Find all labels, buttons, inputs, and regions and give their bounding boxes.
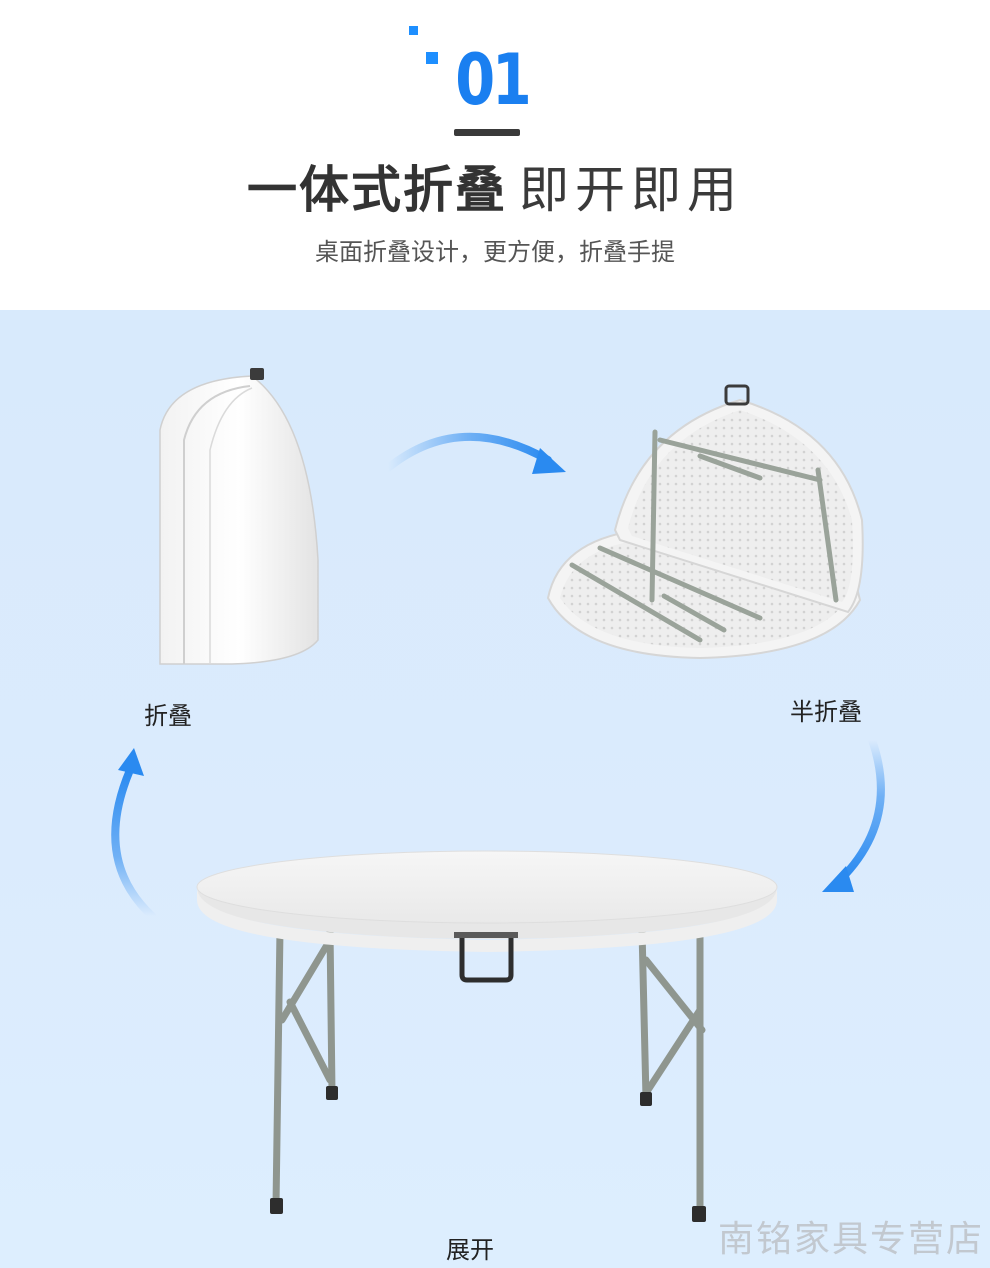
unfolded-table-image bbox=[196, 850, 778, 1222]
arrow-to-unfolded-icon bbox=[822, 736, 885, 892]
label-unfolded: 展开 bbox=[446, 1236, 494, 1264]
headline: 一体式折叠即开即用 bbox=[0, 150, 990, 242]
decor-square-2 bbox=[426, 52, 438, 64]
number-underline bbox=[454, 129, 520, 136]
half-folded-handle-icon bbox=[724, 384, 750, 406]
table-handle-icon bbox=[459, 935, 514, 983]
shop-watermark: 南铭家具专营店 bbox=[717, 1219, 984, 1260]
subtitle: 桌面折叠设计，更方便，折叠手提 bbox=[315, 238, 675, 266]
header-section: 01 一体式折叠即开即用 桌面折叠设计，更方便，折叠手提 bbox=[0, 0, 990, 310]
label-half-folded: 半折叠 bbox=[790, 698, 862, 726]
headline-light: 即开即用 bbox=[519, 161, 743, 219]
section-number: 01 bbox=[455, 39, 532, 121]
half-folded-table-image bbox=[546, 384, 864, 660]
arrow-to-folded-icon bbox=[111, 748, 156, 920]
decor-square-1 bbox=[409, 26, 418, 35]
headline-bold: 一体式折叠 bbox=[247, 161, 507, 219]
label-folded: 折叠 bbox=[144, 702, 192, 730]
folded-handle-icon bbox=[250, 368, 264, 380]
folded-table-image bbox=[159, 368, 319, 665]
arrow-to-half-folded-icon bbox=[384, 432, 566, 474]
